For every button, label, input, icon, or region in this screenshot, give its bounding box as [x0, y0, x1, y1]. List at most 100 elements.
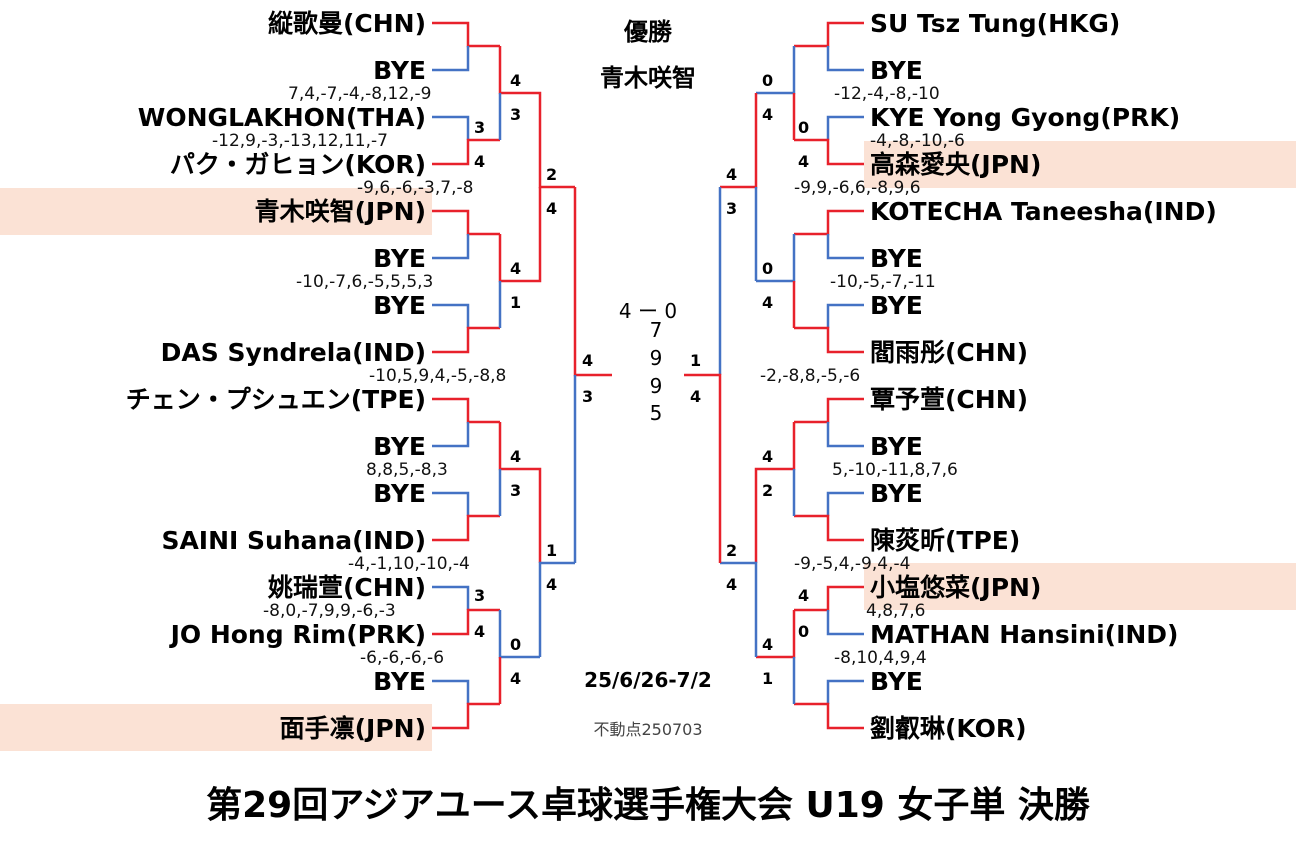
- right-player-7: BYE: [870, 291, 923, 320]
- left-r1-score: 1: [510, 293, 522, 312]
- highlight-left-aoki: [0, 188, 432, 235]
- left-r1-score: 4: [510, 669, 522, 688]
- right-player-3: KYE Yong Gyong(PRK): [870, 103, 1181, 132]
- highlight-right-takamori: [864, 141, 1296, 188]
- right-qf-score: 3: [726, 199, 738, 218]
- right-score-line-8: 4,8,7,6: [866, 601, 926, 621]
- left-r1-score: 3: [474, 118, 486, 137]
- right-r1-score: 4: [762, 635, 774, 654]
- right-score-line-9: -8,10,4,9,4: [834, 648, 927, 668]
- left-player-9: チェン・プシュエン(TPE): [125, 385, 426, 414]
- right-player-15: BYE: [870, 667, 923, 696]
- right-player-13: 小塩悠菜(JPN): [870, 573, 1042, 602]
- right-r1-score: 4: [762, 447, 774, 466]
- page-title: 第29回アジアユース卓球選手権大会 U19 女子単 決勝: [206, 785, 1090, 826]
- right-player-2: BYE: [870, 56, 923, 85]
- right-player-1: SU Tsz Tung(HKG): [870, 9, 1121, 38]
- left-score-line-8: -8,0,-7,9,9,-6,-3: [263, 601, 396, 621]
- left-player-1: 縦歌曼(CHN): [267, 9, 426, 38]
- final-left-score-win: 4: [582, 351, 594, 370]
- left-player-7: BYE: [373, 291, 426, 320]
- right-player-9: 覃予萱(CHN): [870, 385, 1029, 414]
- left-r1-score: 4: [510, 259, 522, 278]
- right-score-line-1: -12,-4,-8,-10: [834, 84, 940, 104]
- left-score-line-7: -4,-1,10,-10,-4: [348, 554, 470, 574]
- left-r16-score: 4: [510, 447, 522, 466]
- left-qf-score: 2: [546, 165, 558, 184]
- final-game-3: 9: [649, 374, 663, 398]
- left-r1-score: 0: [510, 635, 522, 654]
- left-player-4: パク・ガヒョン(KOR): [169, 150, 426, 179]
- left-player-6: BYE: [373, 244, 426, 273]
- left-qf-score: 4: [546, 575, 558, 594]
- champion-label: 優勝: [624, 18, 672, 46]
- right-score-line-6: 5,-10,-11,8,7,6: [832, 460, 958, 480]
- right-r1-score: 2: [762, 481, 774, 500]
- right-player-16: 劉叡琳(KOR): [870, 714, 1027, 743]
- right-qf-score: 2: [726, 541, 738, 560]
- right-player-12: 陳菼昕(TPE): [870, 526, 1021, 555]
- left-player-8: DAS Syndrela(IND): [160, 338, 426, 367]
- left-score-line-5: -10,5,9,4,-5,-8,8: [369, 366, 507, 386]
- left-score-line-3: -9,6,-6,-3,7,-8: [357, 178, 474, 198]
- left-r1-score: 3: [474, 586, 486, 605]
- right-player-6: BYE: [870, 244, 923, 273]
- right-r16-score: 0: [762, 259, 774, 278]
- right-score-line-5: -2,-8,8,-5,-6: [760, 366, 861, 386]
- right-player-4: 高森愛央(JPN): [870, 150, 1042, 179]
- right-r16-score: 4: [762, 293, 774, 312]
- left-player-10: BYE: [373, 432, 426, 461]
- event-dates: 25/6/26-7/2: [584, 668, 712, 692]
- left-r1-score: 4: [474, 622, 486, 641]
- right-r1-score: 0: [798, 118, 810, 137]
- left-score-line-6: 8,8,5,-8,3: [366, 460, 448, 480]
- left-player-13: 姚瑞萱(CHN): [267, 573, 426, 602]
- left-player-5: 青木咲智(JPN): [254, 197, 426, 226]
- left-r1-score: 4: [474, 152, 486, 171]
- left-qf-score: 4: [546, 199, 558, 218]
- final-game-1: 7: [649, 318, 663, 342]
- left-score-line-9: -6,-6,-6,-6: [360, 648, 445, 668]
- right-score-line-3: -9,9,-6,6,-8,9,6: [794, 178, 921, 198]
- right-qf-score: 4: [726, 165, 738, 184]
- final-game-4: 5: [649, 401, 663, 425]
- left-player-12: SAINI Suhana(IND): [161, 526, 426, 555]
- final-right-score-b: 4: [690, 387, 702, 406]
- left-r1-score: 4: [510, 71, 522, 90]
- right-score-line-2: -4,-8,-10,-6: [870, 131, 965, 151]
- credit-text: 不動点250703: [593, 720, 703, 739]
- final-sets: 4 ー 0: [618, 299, 678, 323]
- final-left-score-loss: 3: [582, 387, 594, 406]
- left-score-line-2: -12,9,-3,-13,12,11,-7: [212, 131, 388, 151]
- right-r1-score: 0: [762, 71, 774, 90]
- right-r1-score: 1: [762, 669, 774, 688]
- right-qf-score: 4: [726, 575, 738, 594]
- left-player-16: 面手凛(JPN): [279, 714, 426, 743]
- right-player-8: 閻雨彤(CHN): [870, 338, 1029, 367]
- left-score-line-1: 7,4,-7,-4,-8,12,-9: [288, 84, 432, 104]
- right-score-line-4: -10,-5,-7,-11: [830, 272, 936, 292]
- final-right-score-a: 1: [690, 351, 702, 370]
- left-player-11: BYE: [373, 479, 426, 508]
- right-score-line-7: -9,-5,4,-9,4,-4: [794, 554, 911, 574]
- right-r1-score: 4: [798, 586, 810, 605]
- left-player-15: BYE: [373, 667, 426, 696]
- right-player-10: BYE: [870, 432, 923, 461]
- champion-name: 青木咲智: [600, 64, 696, 92]
- right-r1-score: 4: [762, 105, 774, 124]
- highlight-left-omote: [0, 704, 432, 751]
- right-player-5: KOTECHA Taneesha(IND): [870, 197, 1217, 226]
- right-r1-score: 0: [798, 622, 810, 641]
- left-player-2: BYE: [373, 56, 426, 85]
- right-player-11: BYE: [870, 479, 923, 508]
- highlight-right-koshio: [864, 563, 1296, 610]
- left-player-14: JO Hong Rim(PRK): [170, 620, 426, 649]
- left-player-3: WONGLAKHON(THA): [137, 103, 426, 132]
- left-r16-score: 3: [510, 481, 522, 500]
- right-r1-score: 4: [798, 152, 810, 171]
- left-r1-score: 3: [510, 105, 522, 124]
- left-qf-score: 1: [546, 541, 558, 560]
- left-score-line-4: -10,-7,6,-5,5,5,3: [296, 272, 434, 292]
- right-player-14: MATHAN Hansini(IND): [870, 620, 1179, 649]
